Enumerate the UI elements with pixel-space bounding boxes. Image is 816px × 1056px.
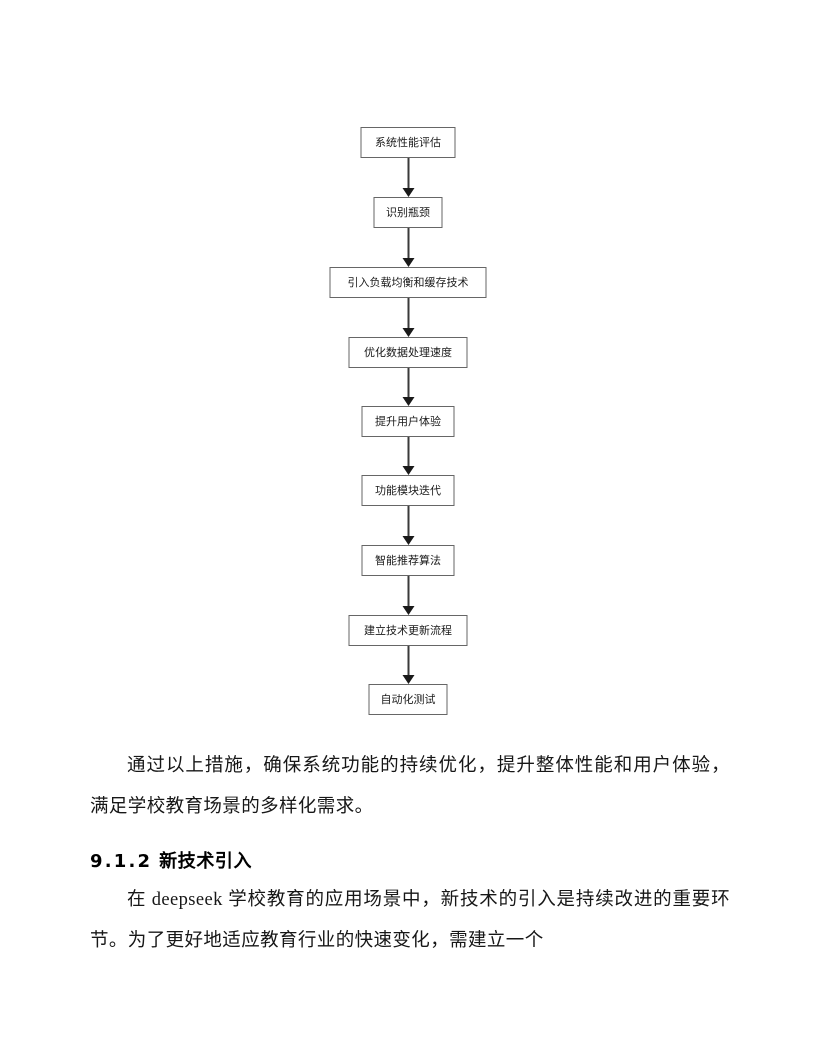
flow-node-feature-module-iteration: 功能模块迭代 xyxy=(361,475,455,506)
flow-node-optimize-data-processing-speed: 优化数据处理速度 xyxy=(348,337,468,368)
flow-node-establish-tech-update-process: 建立技术更新流程 xyxy=(348,615,468,646)
process-flowchart: 系统性能评估 识别瓶颈 引入负载均衡和缓存技术 优化数据处理速度 xyxy=(0,110,816,730)
arrow-shaft xyxy=(407,368,409,397)
arrow-shaft xyxy=(407,158,409,188)
arrow-head-icon xyxy=(402,328,414,337)
body-text-block: 通过以上措施，确保系统功能的持续优化，提升整体性能和用户体验，满足学校教育场景的… xyxy=(90,746,730,828)
flow-node-label: 建立技术更新流程 xyxy=(364,624,452,637)
flow-arrow-6 xyxy=(402,506,415,545)
section-heading-block: 9.1.2 新技术引入 xyxy=(90,847,730,877)
flow-node-label: 识别瓶颈 xyxy=(386,206,430,219)
arrow-shaft xyxy=(407,506,409,536)
arrow-head-icon xyxy=(402,258,414,267)
arrow-shaft xyxy=(407,298,409,328)
flow-node-label: 智能推荐算法 xyxy=(375,554,441,567)
flow-node-system-performance-evaluation: 系统性能评估 xyxy=(360,127,456,158)
arrow-shaft xyxy=(407,576,409,606)
arrow-head-icon xyxy=(402,675,414,684)
paragraph-summary: 通过以上措施，确保系统功能的持续优化，提升整体性能和用户体验，满足学校教育场景的… xyxy=(90,756,730,817)
flow-arrow-1 xyxy=(402,158,415,197)
flow-arrow-2 xyxy=(402,228,415,267)
arrow-head-icon xyxy=(402,466,414,475)
flow-node-improve-user-experience: 提升用户体验 xyxy=(361,406,455,437)
flow-node-label: 自动化测试 xyxy=(380,693,436,706)
arrow-head-icon xyxy=(402,397,414,406)
flow-arrow-7 xyxy=(402,576,415,615)
flow-arrow-5 xyxy=(402,437,415,475)
arrow-shaft xyxy=(407,228,409,258)
paragraph-new-technology: 在 deepseek 学校教育的应用场景中，新技术的引入是持续改进的重要环节。为… xyxy=(90,890,730,951)
flow-node-label: 系统性能评估 xyxy=(375,136,441,149)
section-heading: 9.1.2 新技术引入 xyxy=(90,847,730,877)
arrow-head-icon xyxy=(402,536,414,545)
section-title: 新技术引入 xyxy=(159,851,253,872)
arrow-shaft xyxy=(407,437,409,466)
flow-arrow-3 xyxy=(402,298,415,337)
flow-node-label: 提升用户体验 xyxy=(375,415,441,428)
arrow-head-icon xyxy=(402,606,414,615)
flow-node-automated-testing: 自动化测试 xyxy=(368,684,448,715)
arrow-shaft xyxy=(407,646,409,675)
flow-node-label: 优化数据处理速度 xyxy=(364,346,452,359)
flow-arrow-8 xyxy=(402,646,415,684)
flow-node-intelligent-recommendation-algorithm: 智能推荐算法 xyxy=(361,545,455,576)
flow-node-label: 引入负载均衡和缓存技术 xyxy=(347,276,469,289)
flow-node-load-balancing-and-caching: 引入负载均衡和缓存技术 xyxy=(329,267,487,298)
body-text-block-2: 在 deepseek 学校教育的应用场景中，新技术的引入是持续改进的重要环节。为… xyxy=(90,880,730,962)
section-number: 9.1.2 xyxy=(90,851,153,872)
flow-node-label: 功能模块迭代 xyxy=(375,484,441,497)
flow-arrow-4 xyxy=(402,368,415,406)
arrow-head-icon xyxy=(402,188,414,197)
flow-node-identify-bottleneck: 识别瓶颈 xyxy=(373,197,443,228)
